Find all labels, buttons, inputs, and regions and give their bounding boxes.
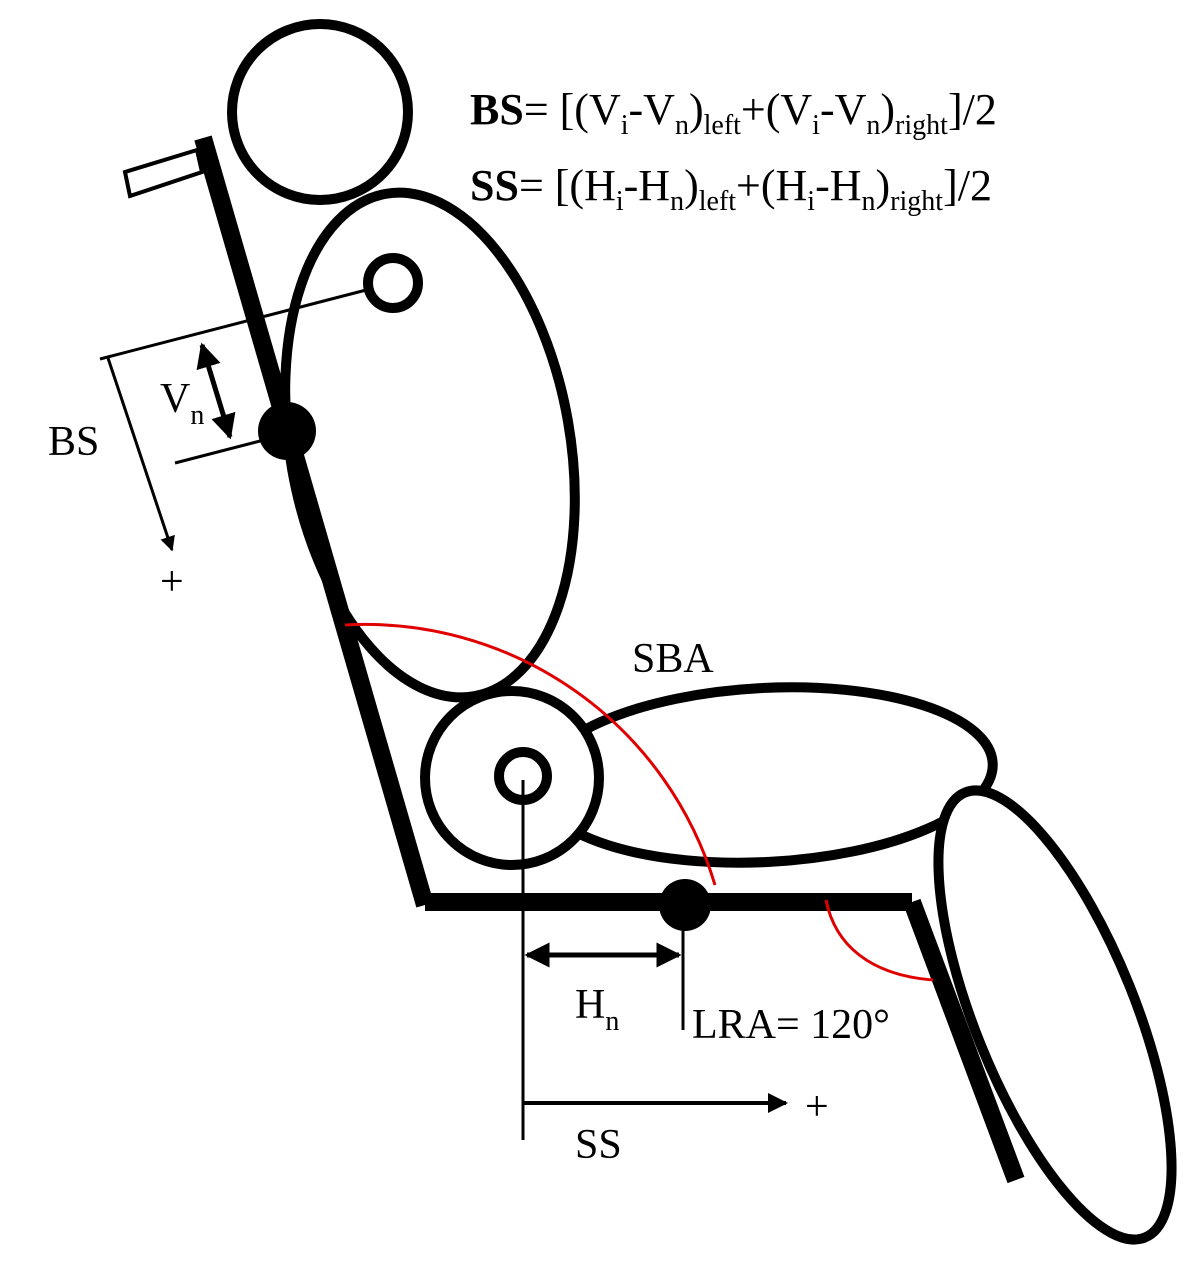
hn-label: Hn: [575, 982, 619, 1037]
head-shape: [227, 19, 413, 205]
bs-arrow: [106, 357, 175, 552]
formula-ss: SS= [(Hi-Hn)left+(Hi-Hn)right]/2: [470, 161, 992, 217]
sba-label: SBA: [632, 636, 714, 682]
bs-reference-line-lower: [174, 430, 296, 465]
shoulder-joint: [363, 253, 423, 313]
lra-angle-arc: [824, 899, 934, 982]
leg-rest-line: [903, 898, 1025, 1184]
seat-back-line: [194, 135, 434, 908]
sba-angle-arc: [344, 622, 717, 886]
headrest-tab: [122, 147, 205, 199]
ss-label: SS: [575, 1122, 622, 1168]
lower-leg-shape: [933, 785, 1177, 1245]
bs-plus-label: +: [160, 559, 184, 605]
bs-reference-line-upper: [99, 287, 371, 361]
back-reference-point: [258, 402, 316, 460]
vn-arrow: [196, 342, 236, 440]
hip-shape: [420, 686, 604, 870]
vn-label: Vn: [160, 376, 204, 431]
bs-label: BS: [48, 419, 99, 465]
seat-reference-point: [659, 879, 711, 931]
ss-plus-label: +: [805, 1084, 829, 1130]
lra-label: LRA= 120°: [692, 1002, 890, 1048]
formula-bs: BS= [(Vi-Vn)left+(Vi-Vn)right]/2: [470, 85, 997, 141]
